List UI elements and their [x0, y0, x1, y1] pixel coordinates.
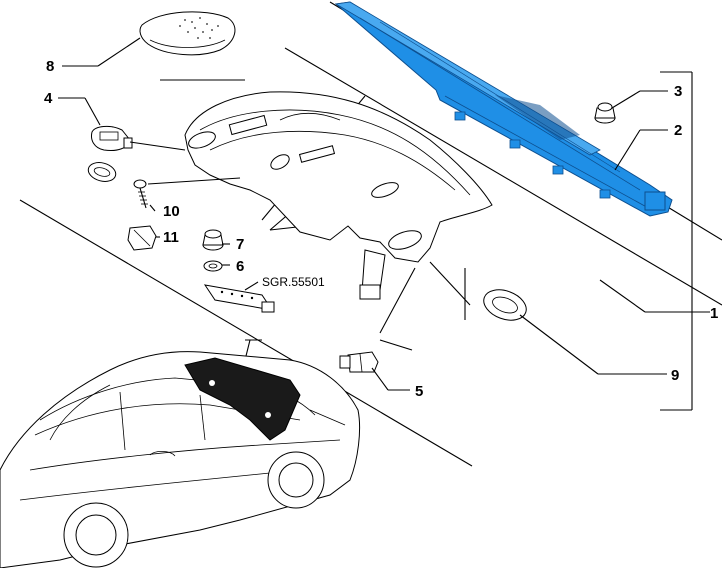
part-11-nut-clip[interactable]: [127, 225, 157, 251]
sgr-bracket[interactable]: [203, 284, 275, 313]
part-10-screw[interactable]: [133, 179, 148, 209]
callout-4: 4: [44, 90, 53, 107]
callout-6: 6: [236, 258, 244, 275]
part-8-cover[interactable]: [139, 11, 236, 56]
part-2-highlighted-strip[interactable]: [334, 1, 673, 217]
car-parcel-shelf-dark: [184, 357, 301, 441]
callout-8: 8: [46, 58, 54, 75]
part-6-washer[interactable]: [203, 260, 223, 272]
part-7-fastener[interactable]: [202, 229, 224, 251]
car-illustration: [0, 351, 361, 568]
leader-lines: [58, 37, 710, 411]
part-1-parcel-shelf[interactable]: [184, 91, 493, 300]
part-3-plug[interactable]: [594, 102, 616, 124]
callout-labels: 8 4 10 11 7 6 SGR.55501 3 2 1 9 5: [44, 58, 718, 400]
callout-11: 11: [163, 229, 179, 246]
part-5-connector[interactable]: [339, 351, 379, 373]
grommet-left[interactable]: [86, 160, 118, 185]
part-9-grommet[interactable]: [480, 284, 531, 325]
callout-9: 9: [671, 367, 679, 384]
reference-code: SGR.55501: [262, 275, 325, 289]
callout-3: 3: [674, 83, 682, 100]
callout-2: 2: [674, 122, 682, 139]
callout-1: 1: [710, 305, 718, 322]
callout-10: 10: [163, 203, 180, 220]
callout-7: 7: [236, 236, 244, 253]
callout-5: 5: [415, 383, 423, 400]
part-4-clip[interactable]: [91, 125, 133, 151]
